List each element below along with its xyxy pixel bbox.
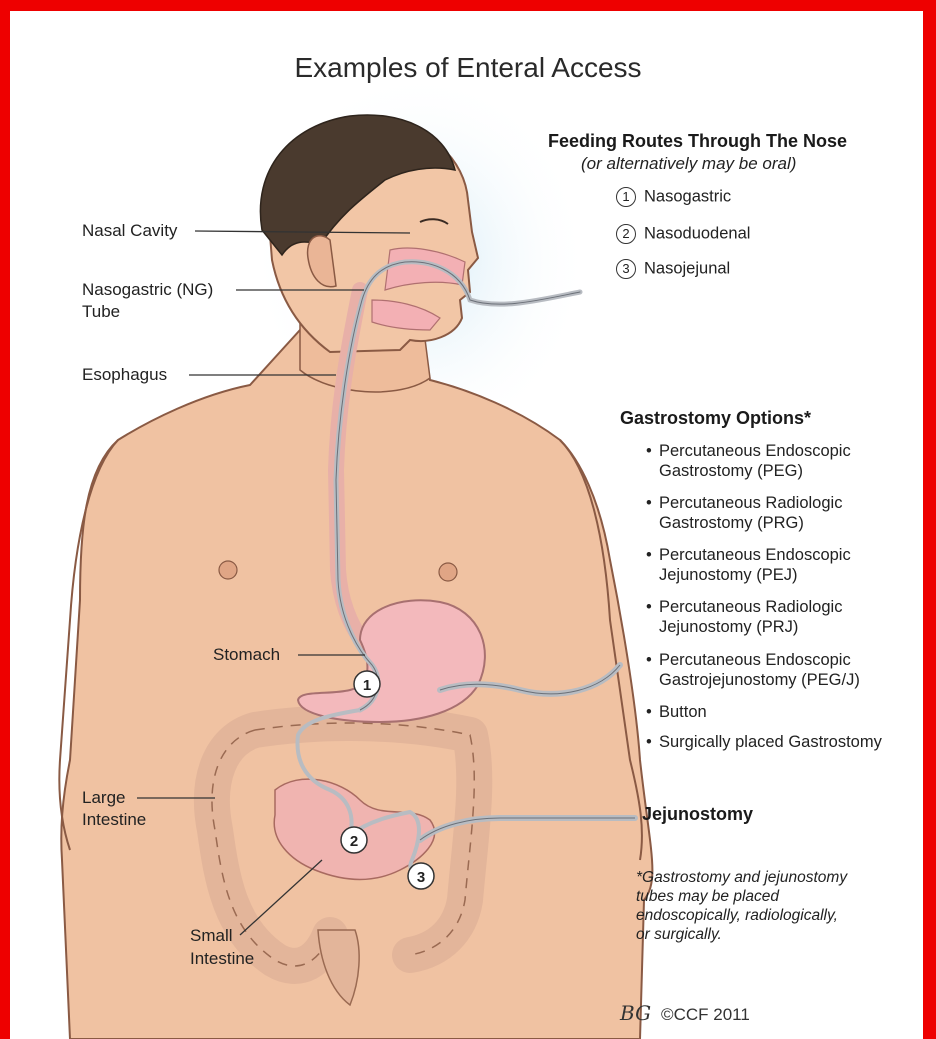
marker-number: 3 xyxy=(417,869,425,886)
option-text: Percutaneous Endoscopic Jejunostomy (PEJ… xyxy=(659,545,936,585)
route-label: Nasogastric xyxy=(644,188,731,206)
copyright: ©CCF 2011 xyxy=(661,1005,750,1024)
bullet: • xyxy=(646,493,652,513)
option-text: Button xyxy=(659,702,936,722)
footnote: *Gastrostomy and jejunostomy tubes may b… xyxy=(636,868,847,944)
label-large-intestine-line2: Intestine xyxy=(82,809,146,831)
marker-number: 2 xyxy=(350,833,358,850)
route-number: 3 xyxy=(616,259,636,279)
label-stomach: Stomach xyxy=(213,644,280,666)
route-number: 2 xyxy=(616,224,636,244)
label-large-intestine-line1: Large xyxy=(82,787,125,809)
bullet: • xyxy=(646,702,652,722)
route-number: 1 xyxy=(616,187,636,207)
label-small-intestine-line2: Intestine xyxy=(190,948,254,970)
route-item: 2 Nasoduodenal xyxy=(616,224,750,244)
option-text: Percutaneous Radiologic Gastrostomy (PRG… xyxy=(659,493,936,533)
signature: BG ©CCF 2011 xyxy=(620,1001,750,1025)
marker-1: 1 xyxy=(354,671,380,697)
route-label: Nasojejunal xyxy=(644,260,730,278)
route-item: 3 Nasojejunal xyxy=(616,259,730,279)
option-text: Percutaneous Radiologic Jejunostomy (PRJ… xyxy=(659,597,936,637)
artist-initials: BG xyxy=(620,1001,651,1025)
label-small-intestine-line1: Small xyxy=(190,925,233,947)
page-title: Examples of Enteral Access xyxy=(0,52,936,84)
right-nipple xyxy=(439,563,457,581)
option-text: Percutaneous Endoscopic Gastrojejunostom… xyxy=(659,650,936,690)
marker-2: 2 xyxy=(341,827,367,853)
route-item: 1 Nasogastric xyxy=(616,187,731,207)
option-text: Surgically placed Gastrostomy xyxy=(659,732,936,752)
jejunostomy-label: Jejunostomy xyxy=(642,804,753,825)
label-ng-tube-line2: Tube xyxy=(82,301,120,323)
bullet: • xyxy=(646,441,652,461)
option-text: Percutaneous Endoscopic Gastrostomy (PEG… xyxy=(659,441,936,481)
marker-3: 3 xyxy=(408,863,434,889)
gastrostomy-heading: Gastrostomy Options* xyxy=(620,408,811,429)
bullet: • xyxy=(646,597,652,617)
nose-routes-heading: Feeding Routes Through The Nose xyxy=(548,131,847,152)
route-label: Nasoduodenal xyxy=(644,225,750,243)
nose-routes-subheading: (or alternatively may be oral) xyxy=(581,154,796,174)
label-nasal-cavity: Nasal Cavity xyxy=(82,220,177,242)
left-nipple xyxy=(219,561,237,579)
label-ng-tube-line1: Nasogastric (NG) xyxy=(82,279,213,301)
bullet: • xyxy=(646,545,652,565)
bullet: • xyxy=(646,732,652,752)
bullet: • xyxy=(646,650,652,670)
label-esophagus: Esophagus xyxy=(82,364,167,386)
marker-number: 1 xyxy=(363,677,371,694)
